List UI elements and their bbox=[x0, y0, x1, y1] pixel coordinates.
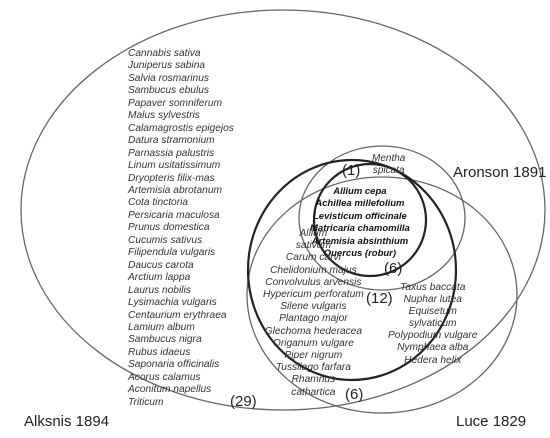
luce-circle bbox=[246, 176, 518, 414]
species-item: Hypericum perforatum bbox=[263, 289, 364, 301]
species-item: Allium cepa bbox=[333, 186, 387, 197]
species-item: Saponaria officinalis bbox=[128, 359, 220, 371]
species-item: Origanum vulgare bbox=[272, 337, 354, 349]
species-item: Convolvulus arvensis bbox=[265, 276, 362, 288]
species-item: Arctium lappa bbox=[128, 272, 191, 284]
species-item: Sambucus ebulus bbox=[128, 85, 209, 97]
luce-label: Luce 1829 bbox=[456, 413, 527, 430]
species-item: Equisetum bbox=[408, 306, 457, 318]
count-luce-only: (6) bbox=[345, 386, 364, 403]
species-item: Artemisia absinthium bbox=[311, 235, 409, 247]
species-item: Allium bbox=[299, 228, 328, 239]
species-item: Laurus nobilis bbox=[128, 284, 191, 296]
species-item: Dryopteris filix-mas bbox=[128, 172, 215, 184]
species-item: Silene vulgaris bbox=[280, 301, 347, 313]
species-item: Prunus domestica bbox=[128, 222, 210, 234]
alksnis-luce-overlap-outline bbox=[246, 158, 458, 382]
species-item: Calamagrostis epigejos bbox=[128, 122, 234, 134]
species-item: Salvia rosmarinus bbox=[128, 72, 209, 84]
species-item: Rhamnus bbox=[291, 374, 336, 386]
species-item: sativum bbox=[295, 240, 331, 252]
species-item: Parnassia palustris bbox=[128, 147, 215, 159]
species-item: Datura stramonium bbox=[128, 135, 215, 147]
species-item: Nuphar lutea bbox=[403, 294, 462, 306]
species-item: Filipendula vulgaris bbox=[128, 247, 216, 259]
species-item: Papaver somniferum bbox=[128, 97, 222, 109]
species-item: Linum usitatissimum bbox=[128, 160, 221, 172]
alksnis-circle bbox=[20, 9, 546, 411]
species-item: Taxus baccata bbox=[400, 282, 466, 293]
species-item: Nymphaea alba bbox=[397, 342, 469, 354]
species-item: Centaurium erythraea bbox=[128, 309, 227, 321]
species-item: Achillea millefolium bbox=[315, 198, 405, 210]
species-item: Matricaria chamomilla bbox=[310, 223, 410, 235]
alksnis-label: Alksnis 1894 bbox=[24, 413, 110, 430]
species-item: Hedera helix bbox=[404, 354, 462, 366]
species-item: Malus sylvestris bbox=[128, 110, 200, 122]
species-item: Plantago major bbox=[279, 313, 348, 325]
count-all-three: (6) bbox=[384, 260, 403, 277]
count-alksnis-only: (29) bbox=[230, 393, 257, 410]
species-item: Rubus idaeus bbox=[128, 346, 191, 358]
species-item: Mentha bbox=[372, 153, 406, 164]
species-item: sylvaticum bbox=[408, 318, 457, 330]
species-item: cathartica bbox=[291, 386, 336, 398]
species-item: Artemisia abrotanum bbox=[128, 184, 222, 196]
species-item: Lamium album bbox=[128, 321, 195, 333]
count-alksnis-aronson: (1) bbox=[342, 162, 361, 179]
species-item: Lysimachia vulgaris bbox=[128, 297, 217, 309]
species-item: spicata bbox=[372, 164, 405, 176]
count-alksnis-luce: (12) bbox=[366, 290, 393, 307]
species-item: Cannabis sativa bbox=[128, 48, 201, 59]
species-item: Levisticum officinale bbox=[312, 210, 407, 222]
aronson-label: Aronson 1891 bbox=[453, 164, 547, 181]
species-item: Chelidonium majus bbox=[270, 264, 357, 276]
species-item: Cota tinctoria bbox=[128, 197, 189, 209]
species-item: Polypodium vulgare bbox=[388, 330, 478, 342]
species-item: Acorus calamus bbox=[128, 371, 201, 383]
species-item: Juniperus sabina bbox=[128, 60, 206, 72]
species-item: Cucumis sativus bbox=[128, 234, 203, 246]
species-item: Tussilago farfara bbox=[275, 362, 351, 374]
species-item: Carum carvi bbox=[285, 252, 341, 264]
species-item: Aconitum napellus bbox=[128, 384, 212, 396]
species-item: Triticum bbox=[128, 396, 164, 408]
species-item: Quercus (robur) bbox=[323, 248, 397, 260]
core-overlap-outline bbox=[312, 162, 428, 278]
species-item: Sambucus nigra bbox=[128, 334, 202, 346]
species-item: Glechoma hederacea bbox=[264, 325, 363, 337]
species-item: Daucus carota bbox=[128, 259, 194, 271]
aronson-circle bbox=[298, 145, 466, 291]
species-item: Piper nigrum bbox=[284, 350, 343, 362]
species-item: Persicaria maculosa bbox=[128, 209, 220, 221]
